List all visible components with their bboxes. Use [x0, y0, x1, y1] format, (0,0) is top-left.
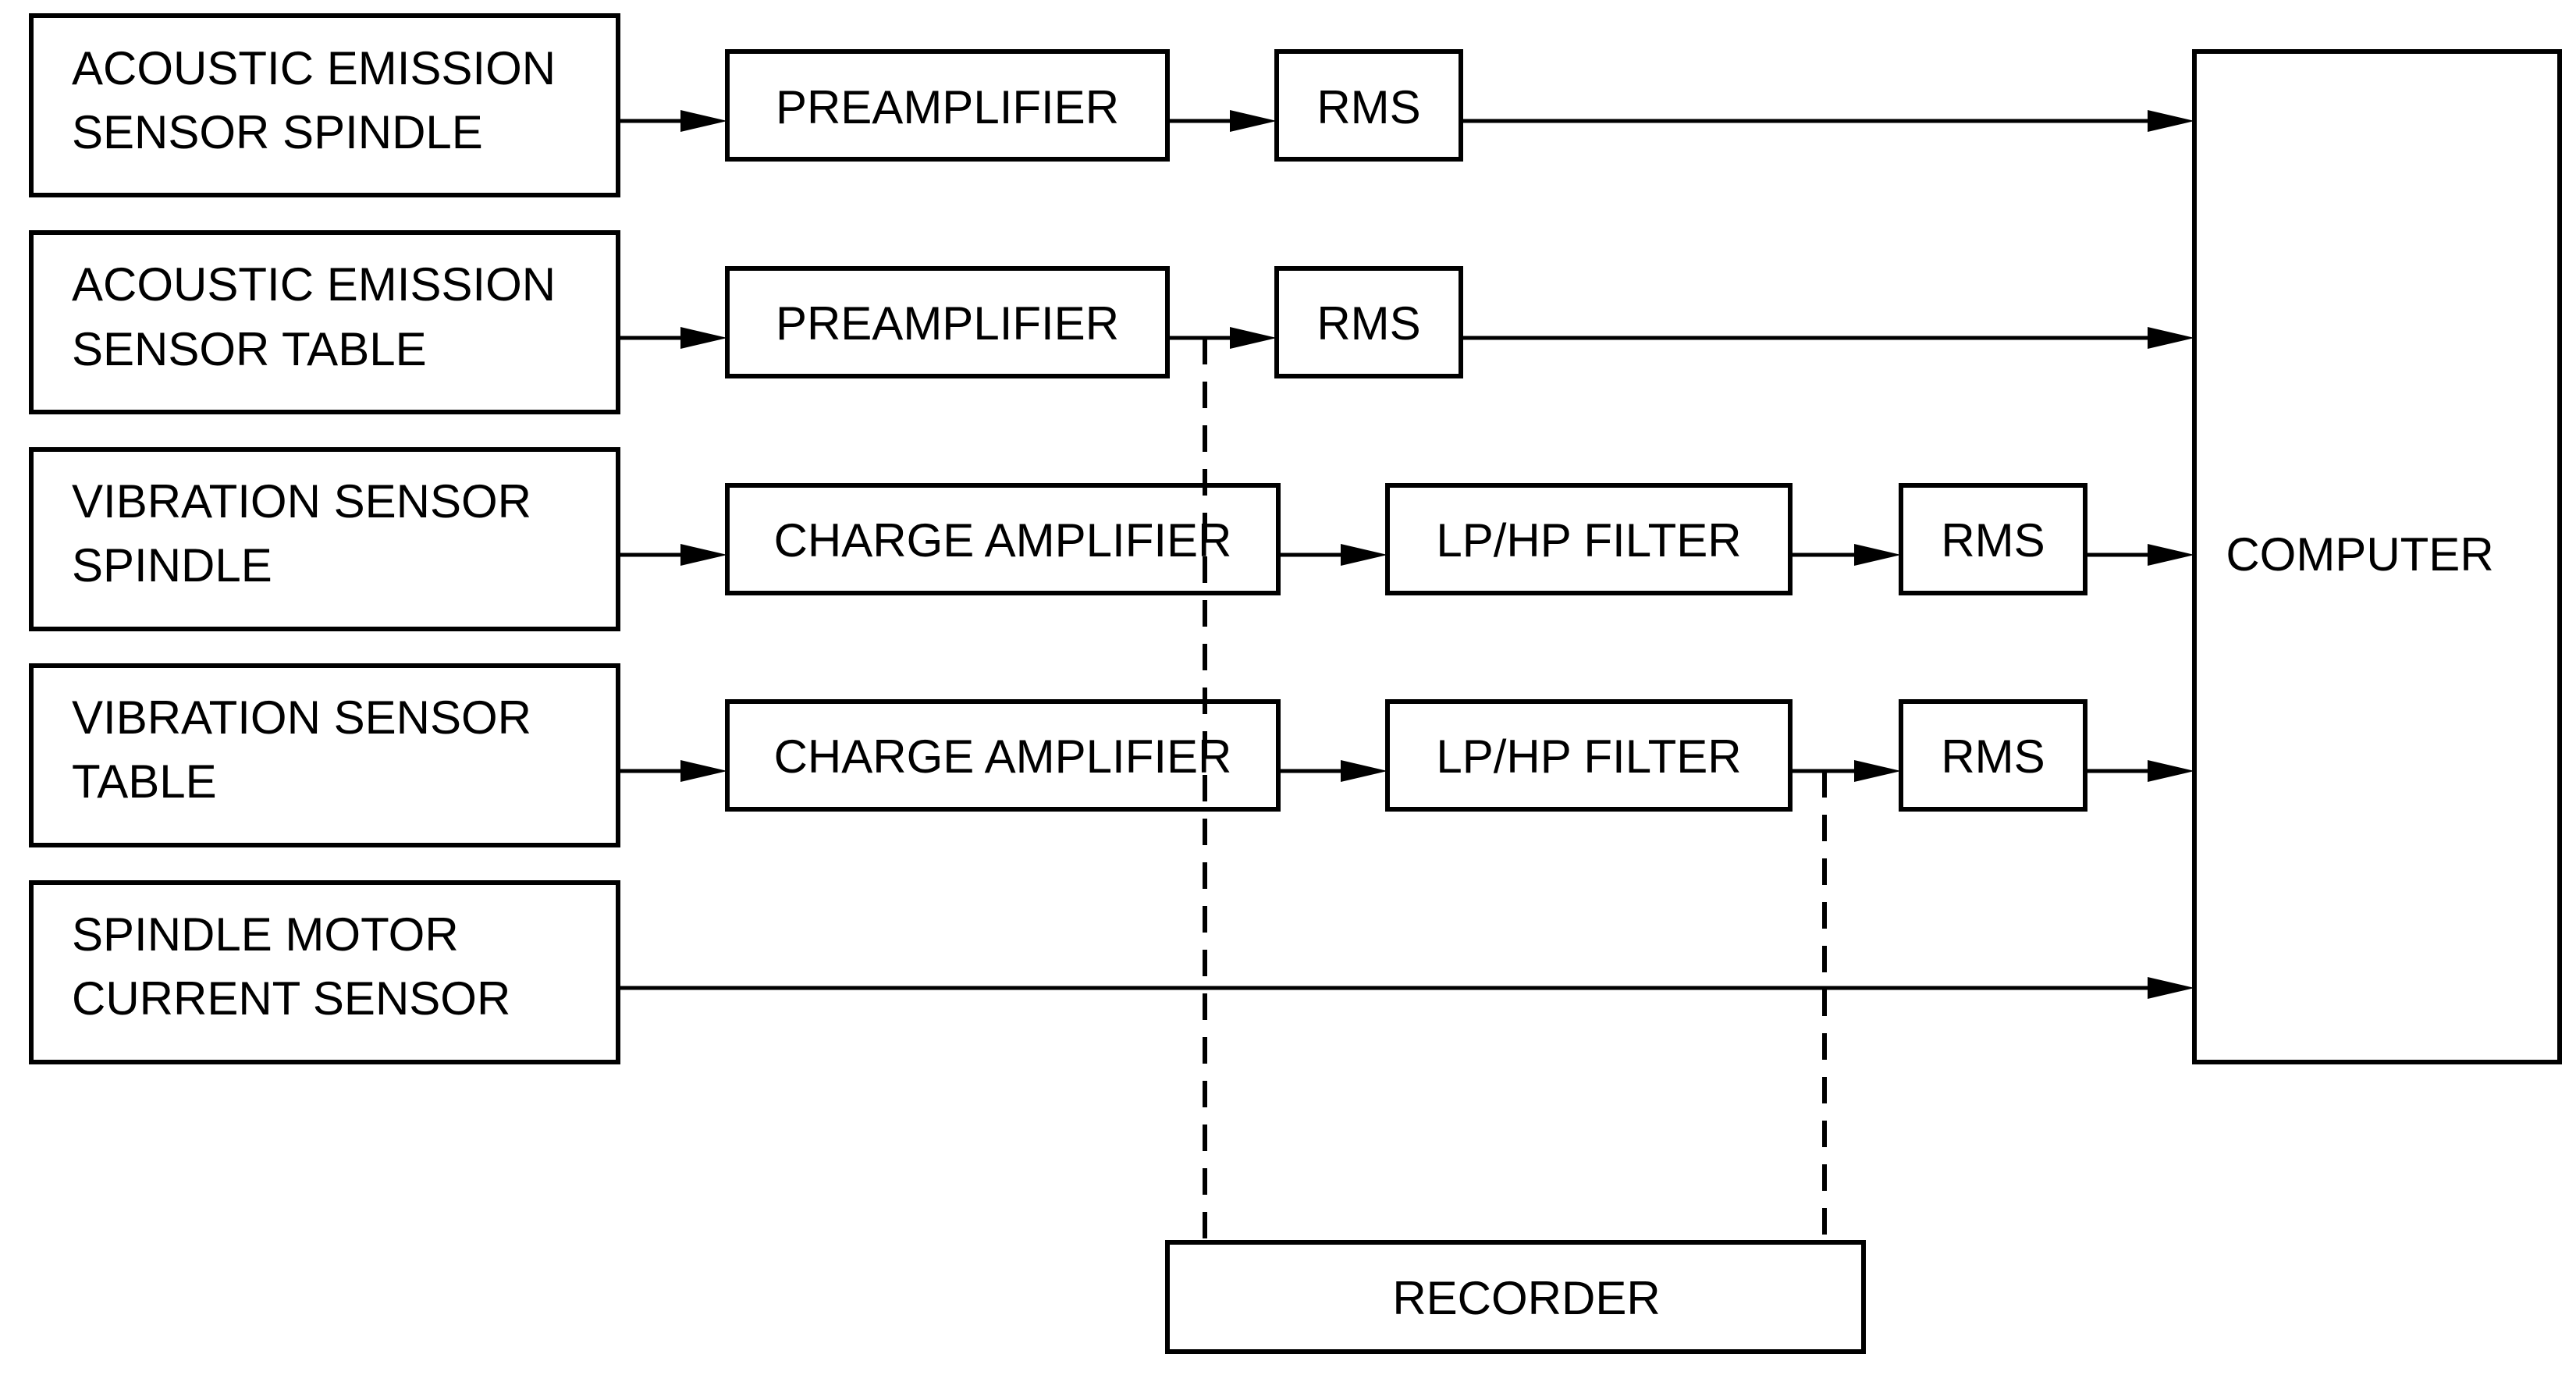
rms-3-box: RMS — [1899, 483, 2087, 595]
rms-4-box: RMS — [1899, 699, 2087, 812]
arrowhead-rms-1-in — [1230, 110, 1277, 132]
vibration-spindle-sensor-box: VIBRATION SENSOR SPINDLE — [29, 447, 620, 631]
rms-1-box: RMS — [1274, 49, 1463, 162]
rms-1-label: RMS — [1316, 81, 1420, 133]
motor-current-sensor-label-line1: SPINDLE MOTOR — [72, 908, 459, 961]
arrowhead-filter-1-in — [1341, 544, 1387, 566]
arrowhead-charge-amp-2-in — [680, 760, 727, 782]
charge-amplifier-2-label: CHARGE AMPLIFIER — [774, 730, 1232, 783]
preamplifier-1-label: PREAMPLIFIER — [776, 81, 1119, 133]
charge-amplifier-1-label: CHARGE AMPLIFIER — [774, 514, 1232, 567]
arrowhead-rms-2-in — [1230, 327, 1277, 349]
ae-spindle-sensor-label-line1: ACOUSTIC EMISSION — [72, 42, 556, 94]
arrowhead-computer-in-1 — [2148, 110, 2194, 132]
computer-box: COMPUTER — [2192, 49, 2562, 1064]
arrowhead-preamp-2-in — [680, 327, 727, 349]
ae-spindle-sensor-label-line2: SENSOR SPINDLE — [72, 106, 483, 158]
arrowhead-filter-2-in — [1341, 760, 1387, 782]
recorder-label: RECORDER — [1392, 1272, 1660, 1324]
ae-spindle-sensor-box: ACOUSTIC EMISSION SENSOR SPINDLE — [29, 13, 620, 197]
arrowhead-computer-in-2 — [2148, 327, 2194, 349]
vibration-table-sensor-box: VIBRATION SENSOR TABLE — [29, 663, 620, 847]
preamplifier-2-box: PREAMPLIFIER — [725, 266, 1170, 378]
arrowhead-computer-in-5 — [2148, 977, 2194, 999]
lp-hp-filter-1-label: LP/HP FILTER — [1436, 514, 1741, 567]
rms-2-box: RMS — [1274, 266, 1463, 378]
vibration-spindle-sensor-label-line1: VIBRATION SENSOR — [72, 475, 531, 528]
lp-hp-filter-2-label: LP/HP FILTER — [1436, 730, 1741, 783]
computer-label: COMPUTER — [2226, 528, 2493, 581]
preamplifier-1-box: PREAMPLIFIER — [725, 49, 1170, 162]
arrowhead-computer-in-4 — [2148, 760, 2194, 782]
rms-2-label: RMS — [1316, 297, 1420, 350]
ae-table-sensor-label-line1: ACOUSTIC EMISSION — [72, 258, 556, 311]
arrowhead-charge-amp-1-in — [680, 544, 727, 566]
recorder-box: RECORDER — [1165, 1240, 1866, 1354]
lp-hp-filter-2-box: LP/HP FILTER — [1385, 699, 1793, 812]
motor-current-sensor-box: SPINDLE MOTOR CURRENT SENSOR — [29, 880, 620, 1064]
arrowhead-preamp-1-in — [680, 110, 727, 132]
charge-amplifier-1-box: CHARGE AMPLIFIER — [725, 483, 1281, 595]
vibration-table-sensor-label-line2: TABLE — [72, 755, 217, 808]
motor-current-sensor-label-line2: CURRENT SENSOR — [72, 972, 510, 1025]
arrowhead-rms-4-in — [1854, 760, 1901, 782]
rms-3-label: RMS — [1941, 514, 2045, 567]
arrowhead-computer-in-3 — [2148, 544, 2194, 566]
lp-hp-filter-1-box: LP/HP FILTER — [1385, 483, 1793, 595]
preamplifier-2-label: PREAMPLIFIER — [776, 297, 1119, 350]
charge-amplifier-2-box: CHARGE AMPLIFIER — [725, 699, 1281, 812]
vibration-table-sensor-label-line1: VIBRATION SENSOR — [72, 691, 531, 744]
arrowhead-rms-3-in — [1854, 544, 1901, 566]
ae-table-sensor-label-line2: SENSOR TABLE — [72, 323, 427, 375]
rms-4-label: RMS — [1941, 730, 2045, 783]
ae-table-sensor-box: ACOUSTIC EMISSION SENSOR TABLE — [29, 230, 620, 414]
vibration-spindle-sensor-label-line2: SPINDLE — [72, 539, 272, 592]
